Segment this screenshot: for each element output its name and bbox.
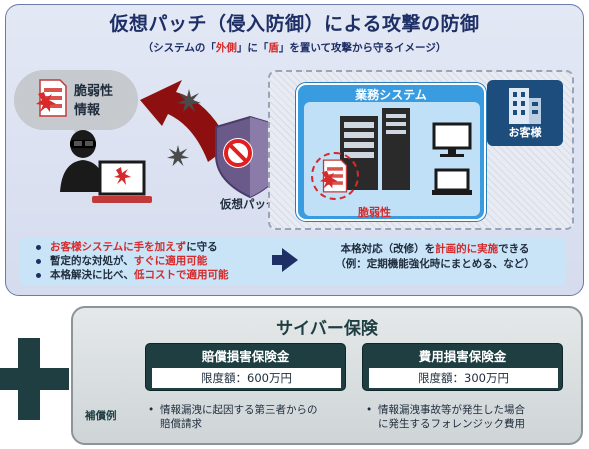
monitor-icon (432, 122, 472, 195)
benefit-highlight: 低コストで適用可能 (134, 269, 229, 281)
main-title: 仮想パッチ（侵入防御）による攻撃の防御 (109, 13, 480, 35)
subtitle: （システムの「外側」に「盾」を置いて攻撃から守るイメージ） (0, 40, 589, 55)
benefit-highlight: お客様システムに手を加えず (50, 241, 187, 253)
coverage-example: 情報漏洩に起因する第三者からの 賠償請求 (146, 403, 346, 431)
vulnerability-highlight (311, 152, 359, 200)
result-example: （例：定期機能強化時にまとめる、など） (335, 258, 535, 270)
coverage-example-line: 賠償請求 (160, 418, 202, 430)
result-highlight: 計画的に実施 (435, 243, 499, 255)
subtitle-part: 」に「 (236, 42, 269, 54)
result-text: 本格対応（改修）を計画的に実施できる （例：定期機能強化時にまとめる、など） (304, 242, 566, 272)
benefit-item: 本格解決に比べ、低コストで適用可能 (30, 268, 229, 282)
vulnerability-label: 脆弱性 (358, 206, 391, 219)
insurance-card-limit: 限度額：600万円 (152, 368, 341, 388)
attack-arrow (140, 80, 230, 162)
result-line: 本格対応（改修）を計画的に実施できる (304, 242, 566, 257)
document-icon (36, 79, 67, 117)
subtitle-part: （システムの「 (142, 42, 216, 54)
result-arrow-stem (272, 255, 284, 265)
insurance-card-name: 賠償損害保険金 (201, 349, 290, 364)
burst-icon (177, 89, 201, 112)
hacker-icon (60, 130, 106, 192)
expense-insurance-card: 費用損害保険金 限度額：300万円 (362, 343, 563, 391)
business-system-label: 業務システム (355, 88, 427, 102)
virtual-patch-label: 仮想パッチ (220, 197, 278, 211)
insurance-title: サイバー保険 (276, 319, 378, 339)
vulnerability-info-bubble: 脆弱性 情報 (14, 70, 138, 130)
coverage-example: 情報漏洩事故等が発生した場合 に発生するフォレンジック費用 (364, 403, 564, 431)
coverage-example-line: に発生するフォレンジック費用 (378, 418, 525, 430)
subtitle-highlight-shield: 盾 (268, 42, 279, 54)
subtitle-highlight-outside: 外側 (215, 42, 237, 54)
insurance-card-name: 費用損害保険金 (418, 349, 507, 364)
benefit-text: 暫定的な対処が、 (50, 255, 134, 267)
bubble-line: 脆弱性 (74, 84, 114, 99)
plus-icon (0, 368, 69, 390)
coverage-example-line: 情報漏洩に起因する第三者からの (160, 404, 318, 416)
document-icon (320, 159, 348, 193)
burst-icon (167, 145, 189, 167)
building-icon (509, 88, 541, 124)
coverage-example-label: 補償例 (85, 410, 117, 422)
benefit-highlight: すぐに適用可能 (133, 255, 208, 267)
benefit-list: お客様システムに手を加えずに守る 暫定的な対処が、すぐに適用可能 本格解決に比べ… (30, 240, 229, 282)
server-icon (340, 108, 410, 190)
insurance-card-limit: 限度額：300万円 (369, 368, 558, 388)
subtitle-part: 」を置いて攻撃から守るイメージ） (278, 42, 447, 54)
benefit-text: に守る (186, 241, 218, 253)
benefit-item: 暫定的な対処が、すぐに適用可能 (30, 254, 229, 268)
coverage-example-line: 情報漏洩事故等が発生した場合 (378, 404, 525, 416)
bubble-line: 情報 (74, 103, 101, 118)
benefit-item: お客様システムに手を加えずに守る (30, 240, 229, 254)
laptop-icon (92, 160, 152, 203)
result-arrow-icon (282, 248, 298, 272)
benefit-text: 本格解決に比べ、 (50, 269, 134, 281)
result-part: できる (498, 243, 530, 255)
liability-insurance-card: 賠償損害保険金 限度額：600万円 (145, 343, 346, 391)
customer-label: お客様 (508, 126, 542, 139)
bubble-text: 脆弱性 情報 (74, 82, 113, 120)
result-part: 本格対応（改修）を (340, 243, 436, 255)
